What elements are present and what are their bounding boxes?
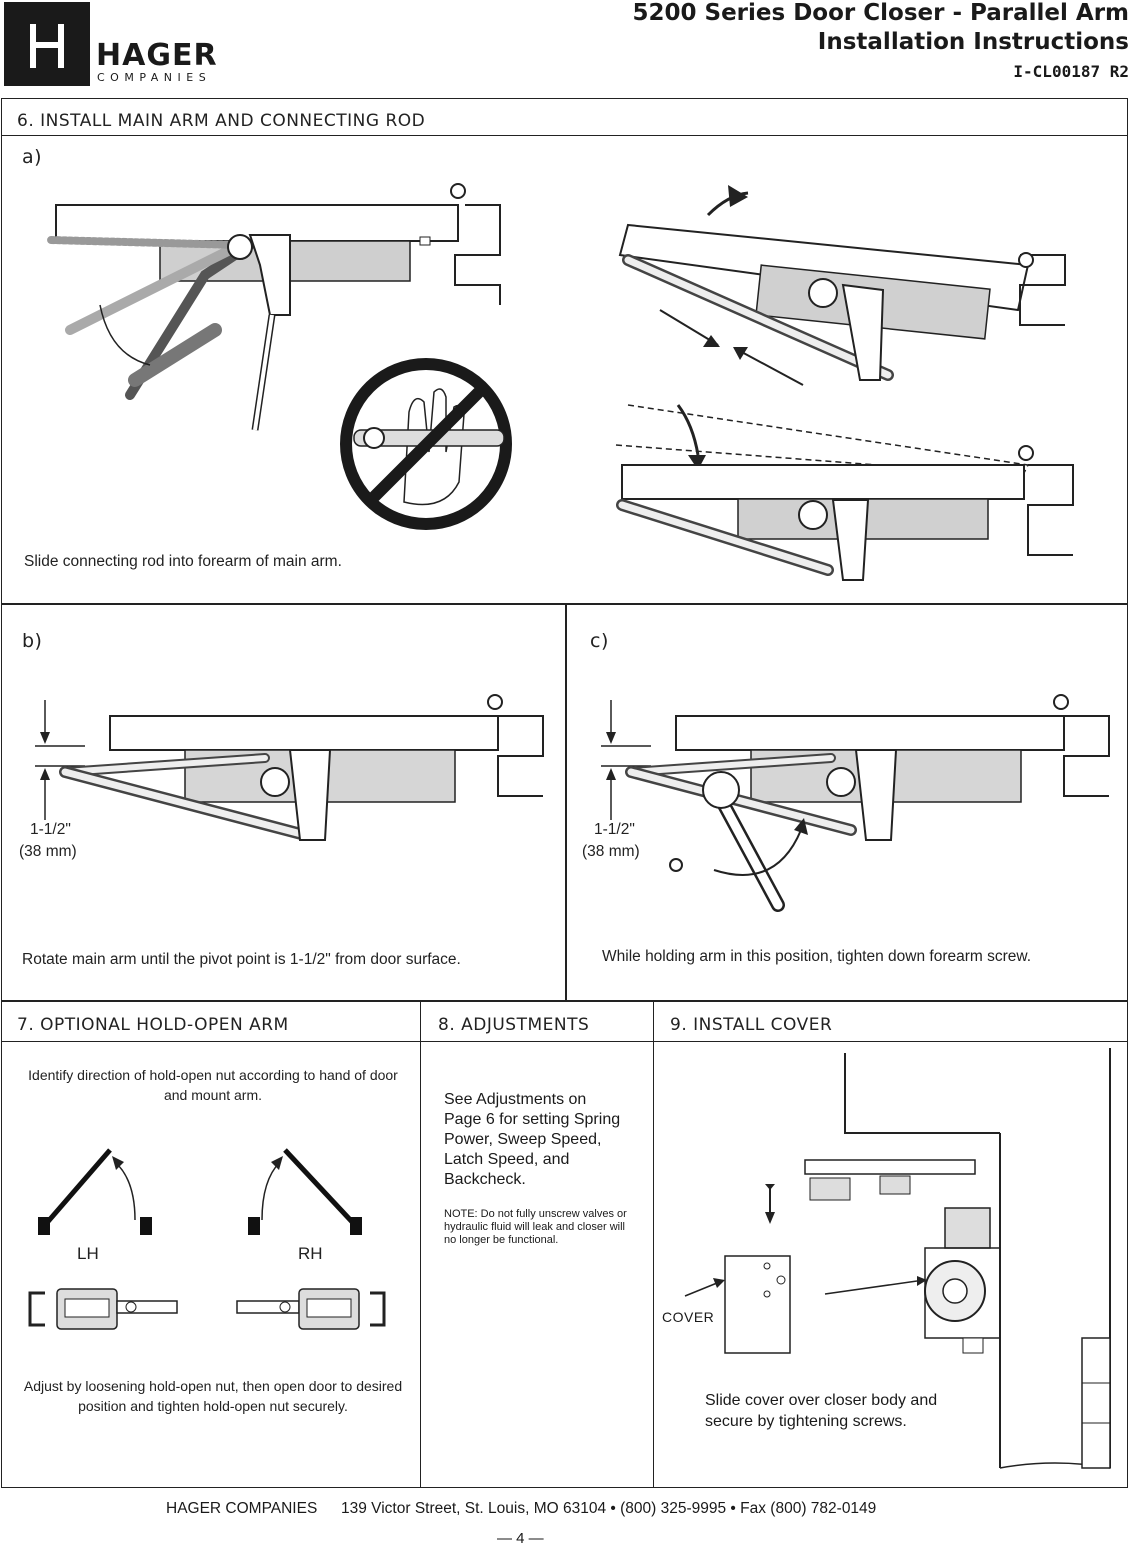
step6c-label: c) bbox=[590, 630, 609, 652]
step6c-dim-mm: (38 mm) bbox=[582, 843, 640, 860]
step6-heading: 6. INSTALL MAIN ARM AND CONNECTING ROD bbox=[17, 111, 426, 131]
step6b-dim-mm: (38 mm) bbox=[19, 843, 77, 860]
tighten-forearm-illustration bbox=[601, 694, 1110, 912]
pivot-distance-illustration bbox=[35, 694, 544, 841]
divider-step-headings bbox=[1, 1041, 1128, 1042]
step8-heading: 8. ADJUSTMENTS bbox=[438, 1015, 590, 1035]
doc-title: 5200 Series Door Closer - Parallel Arm bbox=[632, 0, 1130, 26]
step7-adjust-text: Adjust by loosening hold-open nut, then … bbox=[23, 1378, 403, 1414]
step6a-label: a) bbox=[22, 146, 43, 168]
doc-subtitle: Installation Instructions bbox=[817, 29, 1129, 55]
logo-subtext: COMPANIES bbox=[97, 71, 212, 84]
step6c-caption: While holding arm in this position, tigh… bbox=[602, 948, 1032, 965]
page-number: — 4 — bbox=[497, 1530, 544, 1547]
step8-note: NOTE: Do not fully unscrew valves or hyd… bbox=[444, 1208, 627, 1246]
step9-heading: 9. INSTALL COVER bbox=[670, 1015, 833, 1035]
footer-address: 139 Victor Street, St. Louis, MO 63104 •… bbox=[341, 1500, 877, 1517]
divider-6-heading bbox=[1, 135, 1128, 136]
rh-label: RH bbox=[298, 1244, 323, 1263]
logo-text: HAGER bbox=[96, 38, 218, 73]
install-cover-illustration bbox=[684, 1048, 1111, 1469]
divider-6a bbox=[1, 603, 1128, 605]
lh-label: LH bbox=[77, 1244, 99, 1263]
doc-code: I-CL00187 R2 bbox=[1013, 62, 1129, 81]
rh-hold-open-nut-diagram bbox=[236, 1288, 386, 1330]
hager-logo: HAGER COMPANIES bbox=[4, 2, 240, 86]
main-arm-rotation-illustration bbox=[46, 183, 501, 431]
divider-steps bbox=[1, 1000, 1128, 1002]
footer-company: HAGER COMPANIES bbox=[166, 1500, 318, 1517]
step9-caption: Slide cover over closer body and secure … bbox=[705, 1392, 938, 1430]
lh-hold-open-nut-diagram bbox=[28, 1288, 178, 1330]
step6b-caption: Rotate main arm until the pivot point is… bbox=[22, 951, 461, 968]
divider-7-8 bbox=[420, 1000, 421, 1488]
hold-open-hand-diagram bbox=[38, 1148, 362, 1235]
step7-intro: Identify direction of hold-open nut acco… bbox=[28, 1067, 398, 1103]
step8-body: See Adjustments on Page 6 for setting Sp… bbox=[444, 1091, 621, 1188]
step6a-caption: Slide connecting rod into forearm of mai… bbox=[24, 553, 342, 570]
do-not-hold-prohibited-icon bbox=[340, 358, 512, 530]
door-closed-arm-illustration bbox=[615, 404, 1074, 581]
step6b-dim-inch: 1-1/2" bbox=[30, 821, 71, 838]
step7-heading: 7. OPTIONAL HOLD-OPEN ARM bbox=[17, 1015, 289, 1035]
divider-8-9 bbox=[653, 1000, 654, 1488]
step6b-label: b) bbox=[22, 630, 43, 652]
door-open-arm-illustration bbox=[618, 185, 1066, 386]
hager-logo-mark bbox=[4, 2, 90, 86]
step6c-dim-inch: 1-1/2" bbox=[594, 821, 635, 838]
cover-label: COVER bbox=[662, 1309, 715, 1325]
content-frame bbox=[1, 98, 1128, 1488]
divider-6bc bbox=[565, 603, 567, 1000]
